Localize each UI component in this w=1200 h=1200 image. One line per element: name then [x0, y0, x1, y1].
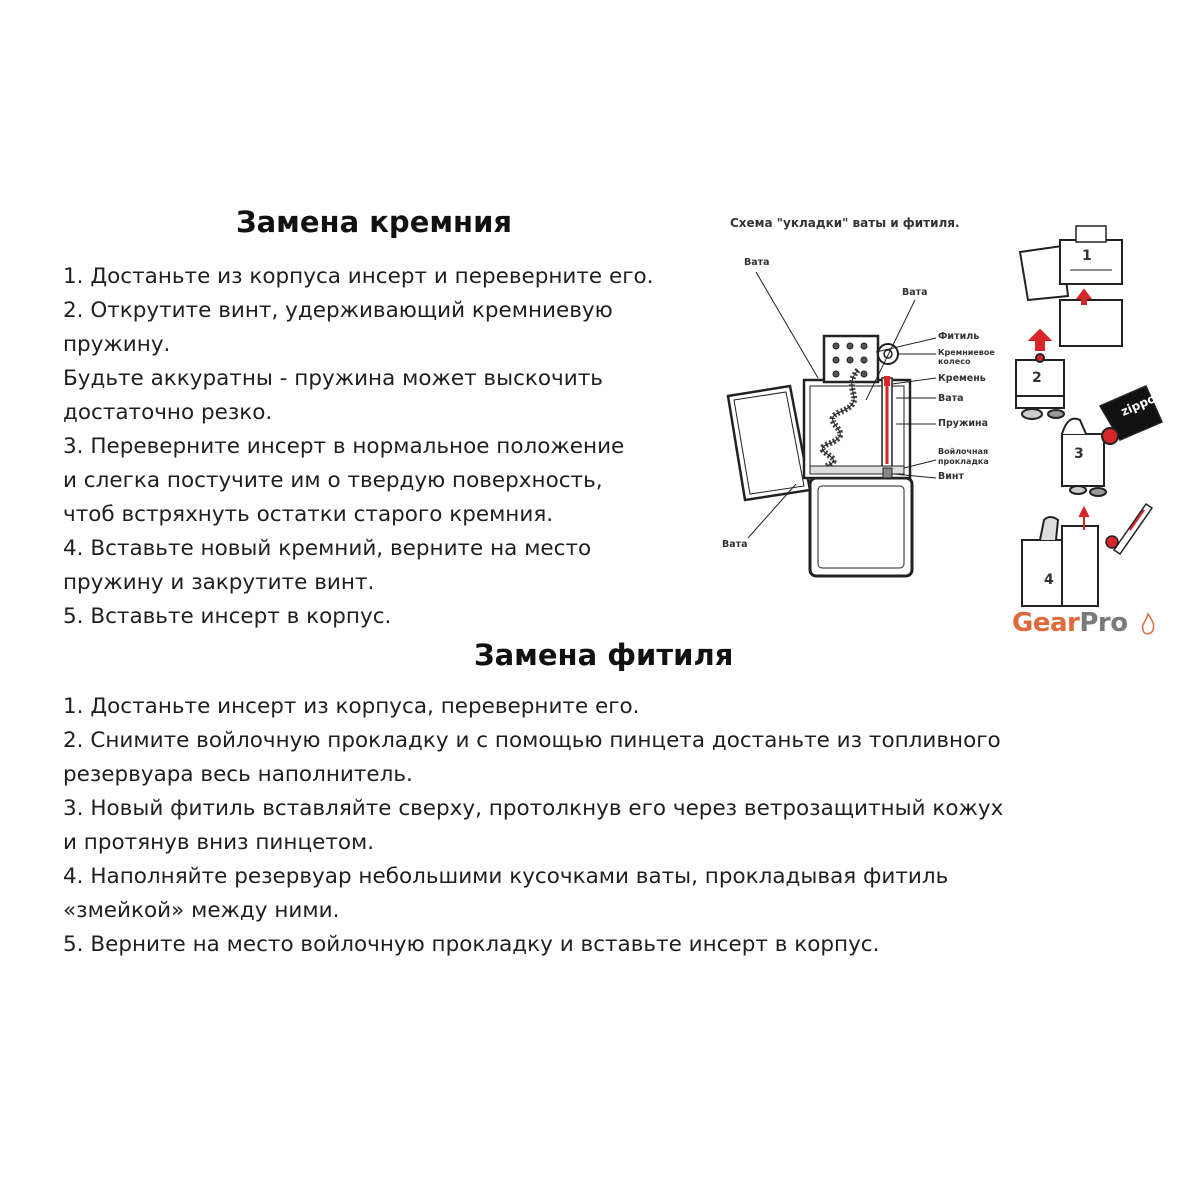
gearpro-logo: GearPro [1012, 608, 1128, 638]
flint [884, 376, 890, 386]
step-line: 1. Достаньте из корпуса инсерт и перевер… [63, 264, 654, 289]
label-cotton: Вата [722, 539, 748, 550]
step-line: чтоб встряхнуть остатки старого кремния. [63, 502, 554, 527]
step-line: 1. Достаньте инсерт из корпуса, переверн… [63, 694, 640, 719]
step-3-illustration [1061, 417, 1119, 497]
step-line: Будьте аккуратны - пружина может выскочи… [63, 366, 603, 391]
tweezers-illustration [1105, 502, 1154, 556]
label-flint-wheel: колесо [938, 357, 971, 366]
step-2-illustration [1015, 328, 1065, 420]
step-line: 3. Новый фитиль вставляйте сверху, прото… [63, 796, 1004, 821]
step-line: 5. Вставьте инсерт в корпус. [63, 604, 392, 629]
lighter-insert [802, 334, 912, 480]
step-number: 4 [1044, 572, 1054, 588]
step-4-illustration [1021, 505, 1099, 607]
label-felt-pad: Войлочная [938, 447, 989, 456]
label-screw: Винт [938, 471, 964, 482]
step-line: 5. Верните на место войлочную прокладку … [63, 932, 880, 957]
logo-gear: Gear [1012, 608, 1080, 638]
lighter-diagram: Схема "укладки" ваты и фитиля. Вата Вата… [700, 200, 1180, 660]
step-line: «змейкой» между ними. [63, 898, 340, 923]
label-cotton: Вата [938, 393, 964, 404]
step-line: достаточно резко. [63, 400, 273, 425]
logo-pro: Pro [1079, 608, 1128, 638]
step-line: 2. Открутите винт, удерживающий кремниев… [63, 298, 613, 323]
wick-replacement-title: Замена фитиля [474, 638, 734, 672]
label-cotton: Вата [902, 287, 928, 298]
step-line: резервуара весь наполнитель. [63, 762, 413, 787]
step-line: 4. Вставьте новый кремний, верните на ме… [63, 536, 592, 561]
step-1-illustration [1018, 225, 1123, 347]
felt-pad [809, 465, 905, 475]
lighter-case [808, 476, 914, 578]
step-line: 2. Снимите войлочную прокладку и с помощ… [63, 728, 1001, 753]
label-spring: Пружина [938, 418, 989, 429]
label-wick: Фитиль [938, 331, 980, 342]
step-line: пружину и закрутите винт. [63, 570, 375, 595]
step-number: 3 [1074, 446, 1084, 462]
label-cotton: Вата [744, 257, 770, 268]
lighter-illustration [726, 225, 1163, 607]
step-line: и протянув вниз пинцетом. [63, 830, 375, 855]
flint-replacement-title: Замена кремния [236, 205, 513, 239]
label-felt-pad: прокладка [938, 457, 989, 466]
label-flint-wheel: Кремниевое [938, 348, 995, 357]
diagram-title: Схема "укладки" ваты и фитиля. [730, 216, 960, 230]
step-line: и слегка постучите им о твердую поверхно… [63, 468, 603, 493]
step-number: 2 [1032, 370, 1042, 386]
flint-replacement-steps: 1. Достаньте из корпуса инсерт и перевер… [63, 260, 654, 634]
step-line: пружину. [63, 332, 171, 357]
wick-replacement-steps: 1. Достаньте инсерт из корпуса, переверн… [63, 690, 1003, 962]
step-line: 3. Переверните инсерт в нормальное полож… [63, 434, 625, 459]
step-number: 1 [1082, 248, 1092, 264]
step-line: 4. Наполняйте резервуар небольшими кусоч… [63, 864, 949, 889]
flame-icon [1141, 612, 1155, 635]
lighter-lid [726, 384, 812, 502]
screw [882, 467, 893, 479]
label-flint: Кремень [938, 373, 986, 384]
